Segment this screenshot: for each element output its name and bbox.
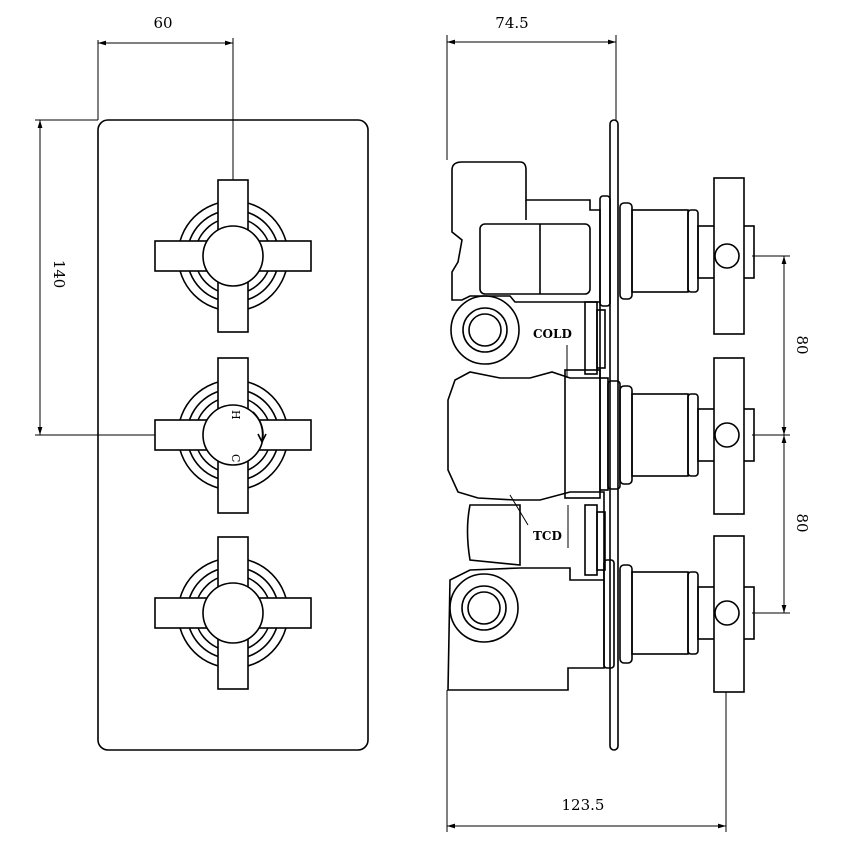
top-cross-handle bbox=[154, 179, 312, 333]
cold-label: COLD bbox=[533, 327, 572, 341]
bottom-spindle-handle bbox=[603, 535, 755, 693]
front-height-label: 140 bbox=[50, 260, 68, 289]
overall-depth-label: 123.5 bbox=[562, 796, 605, 814]
side-view: 74.5 123.5 80 80 bbox=[446, 14, 811, 832]
front-width-dimension bbox=[97, 38, 234, 255]
middle-spindle-handle bbox=[607, 357, 755, 515]
front-width-label: 60 bbox=[153, 14, 172, 32]
middle-cartridge bbox=[564, 369, 609, 499]
cold-mark: C bbox=[229, 454, 242, 462]
valve-body bbox=[447, 170, 605, 691]
lower-cartridge bbox=[584, 504, 606, 576]
bottom-cross-handle bbox=[154, 536, 312, 690]
middle-thermostat-handle bbox=[154, 357, 312, 514]
cold-outlet bbox=[450, 295, 520, 365]
side-depth-label: 74.5 bbox=[495, 14, 528, 32]
hot-mark: H bbox=[229, 410, 242, 420]
wall-plate bbox=[609, 119, 619, 751]
spacing-upper-label: 80 bbox=[793, 335, 811, 354]
front-view: 60 140 H C bbox=[35, 14, 369, 751]
side-depth-dimension bbox=[446, 35, 617, 160]
bottom-outlet bbox=[449, 573, 519, 643]
top-spindle-handle bbox=[599, 177, 755, 335]
spacing-dimensions bbox=[752, 255, 790, 614]
spacing-lower-label: 80 bbox=[793, 513, 811, 532]
upper-cartridge bbox=[584, 301, 606, 375]
temperature-arrow-icon bbox=[257, 433, 267, 444]
temperature-arc bbox=[252, 411, 264, 441]
tcd-label: TCD bbox=[533, 529, 562, 543]
